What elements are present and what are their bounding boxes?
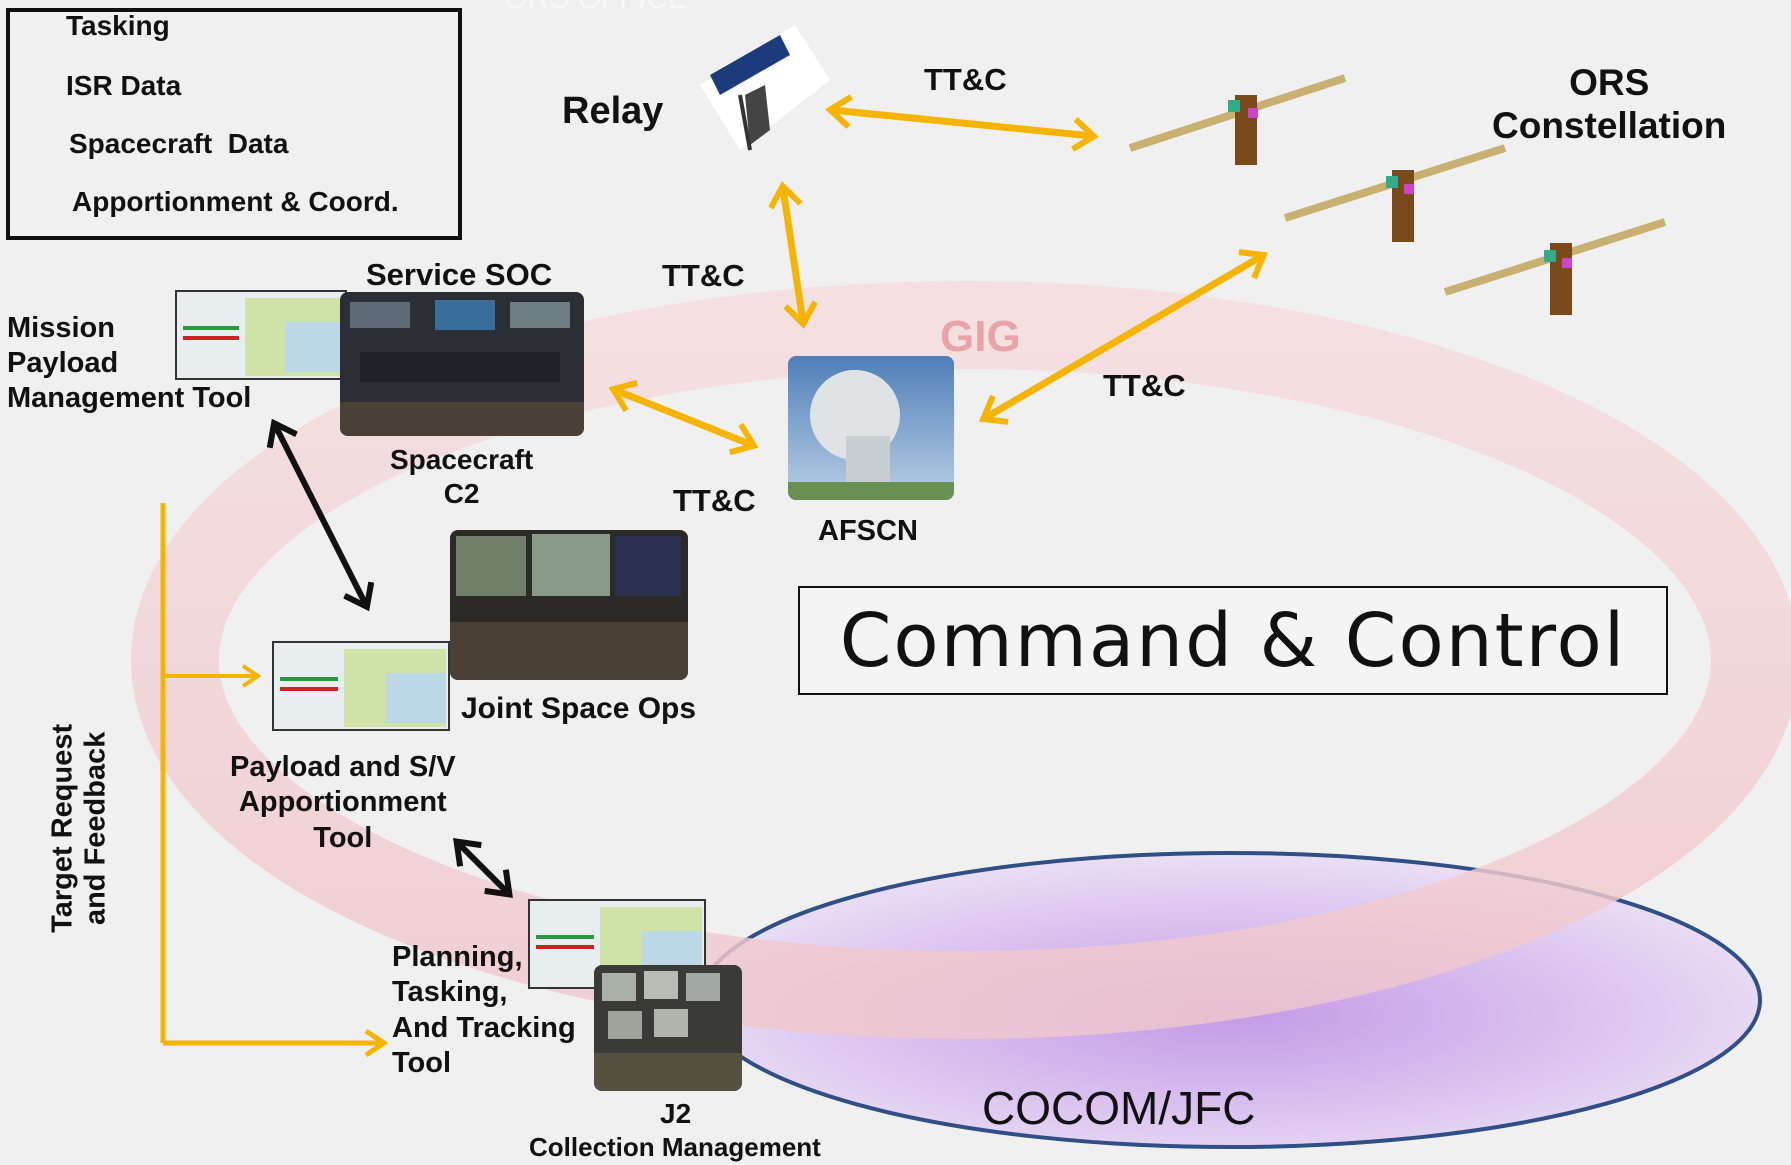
joint-space-ops-photo — [450, 530, 688, 680]
target-request-label: Target Request and Feedback — [46, 723, 112, 933]
tt-c-soc-afscn-label: TT&C — [673, 483, 756, 518]
payload-tool-screenshot — [272, 641, 450, 731]
legend-spacecraft-data: Spacecraft Data — [69, 128, 289, 159]
command-control-title: Command & Control — [839, 597, 1627, 684]
relay-label: Relay — [562, 90, 664, 132]
j2-photo — [594, 965, 742, 1091]
afscn-label: AFSCN — [818, 515, 918, 547]
cocom-jfc-label: COCOM/JFC — [982, 1082, 1256, 1134]
payload-planning-arrow — [458, 843, 508, 893]
ors-satellite-icon — [1283, 144, 1507, 242]
planning-tasking-tool-label: Planning, Tasking, And Tracking Tool — [392, 941, 576, 1080]
ors-satellite-icon — [1443, 218, 1667, 315]
mission-payload-tool-label: Mission Payload Management Tool — [7, 312, 252, 414]
mission-tool-screenshot — [175, 290, 347, 380]
ors-constellation-label: ORS Constellation — [1492, 62, 1727, 146]
soc-afscn-arrow — [615, 390, 752, 445]
legend-apportionment: Apportionment & Coord. — [72, 186, 399, 217]
mission-payload-arrow — [275, 425, 366, 605]
ors-satellite-icon — [1128, 74, 1347, 165]
legend-isr-data: ISR Data — [66, 70, 182, 101]
service-soc-photo — [340, 292, 584, 436]
tt-c-soc-relay-label: TT&C — [662, 258, 745, 293]
legend-tasking: Tasking — [66, 10, 170, 41]
joint-space-ops-label: Joint Space Ops — [461, 692, 697, 725]
spacecraft-c2-label: Spacecraft C2 — [390, 444, 534, 510]
target-request-bracket — [160, 503, 389, 1058]
service-soc-label: Service SOC — [366, 257, 553, 292]
relay-afscn-arrow — [783, 188, 803, 322]
afscn-antenna-photo — [788, 356, 954, 500]
payload-apportionment-tool-label: Payload and S/V Apportionment Tool — [230, 751, 456, 854]
legend-box — [6, 8, 462, 240]
tt-c-afscn-ors-label: TT&C — [1103, 368, 1186, 403]
relay-ors-arrow — [832, 110, 1092, 136]
tt-c-relay-ors-label: TT&C — [924, 62, 1007, 97]
j2-label: J2 — [660, 1098, 692, 1129]
command-control-box: Command & Control — [798, 586, 1668, 695]
ors-office-faint-text: ORS OFFICE — [505, 0, 688, 17]
gig-ring — [131, 281, 1791, 1039]
collection-management-label: Collection Management — [529, 1132, 821, 1162]
relay-satellite-icon — [700, 25, 830, 151]
afscn-ors-arrow — [985, 256, 1262, 418]
gig-label: GIG — [940, 312, 1021, 361]
